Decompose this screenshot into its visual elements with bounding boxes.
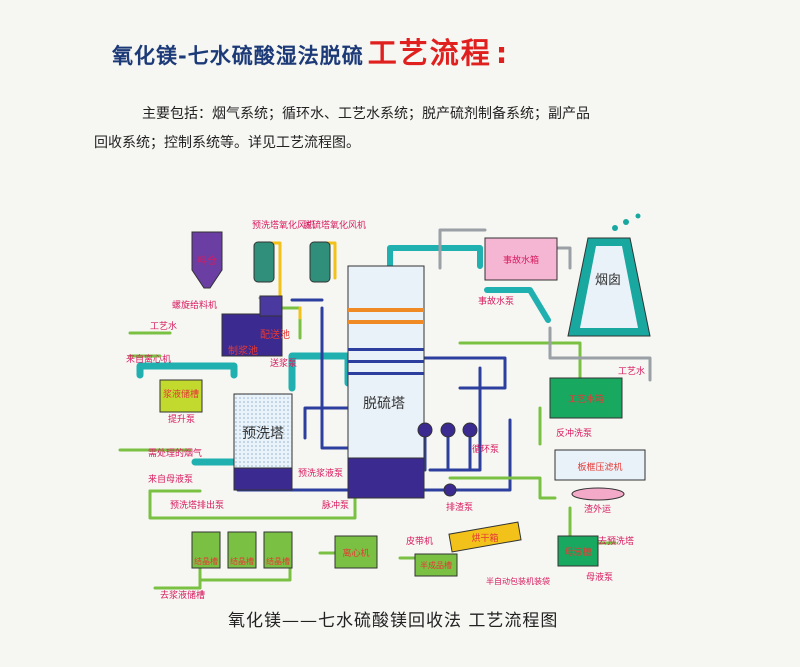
page-title: 氧化镁-七水硫酸湿法脱硫工艺流程: — [112, 30, 509, 70]
filter-press-label: 板框压滤机 — [577, 461, 622, 473]
belt-label: 皮带机 — [406, 535, 433, 547]
cryst-1-label: 结晶槽 — [194, 556, 218, 566]
prewash-blower-label: 预洗塔氧化风机 — [252, 219, 315, 231]
cryst-3-label: 结晶槽 — [266, 556, 290, 566]
filter-press: 板框压滤机 — [554, 449, 646, 501]
crystallizer-tanks: 结晶槽 结晶槽 结晶槽 — [191, 531, 293, 569]
from-centrifuge-label: 来自离心机 — [126, 353, 171, 365]
product-bin: 半成品槽 — [414, 553, 458, 577]
process-water-label-1: 工艺水 — [150, 320, 177, 332]
pulse-pump-label: 脉冲泵 — [322, 499, 349, 511]
chimney-label: 烟囱 — [595, 273, 621, 288]
intro-line-2: 回收系统；控制系统等。详见工艺流程图。 — [94, 135, 360, 151]
intro-line-1: 主要包括：烟气系统；循环水、工艺水系统；脱产硫剂制备系统；副产品 — [142, 106, 590, 122]
circulation-pumps — [417, 422, 478, 438]
packer-label: 半自动包装机装袋 — [486, 576, 550, 586]
desulf-blower-label: 脱硫塔氧化风机 — [303, 219, 366, 231]
lift-pump-label: 提升泵 — [168, 414, 195, 425]
centrifuge-label: 离心机 — [342, 547, 369, 559]
to-prewash-label: 去预洗塔 — [598, 535, 634, 547]
drain-pump-label: 排渣泵 — [446, 501, 473, 513]
prewash-blower: 预洗塔氧化风机 — [252, 219, 315, 283]
prewash-slurry-pump-label: 预洗浆液泵 — [298, 467, 343, 479]
slurry-tank-label: 制浆池 — [228, 344, 258, 357]
mixing-tank-label: 配送池 — [260, 328, 290, 341]
chimney: 烟囱 — [567, 237, 651, 337]
emergency-pump-label: 事故水泵 — [478, 295, 514, 307]
slurry-pump-label: 送浆泵 — [270, 357, 297, 369]
process-water-label-2: 工艺水 — [618, 365, 645, 377]
dryer: 烘干箱 — [448, 521, 522, 553]
title-accent: 工艺流程 — [367, 36, 492, 70]
silo: 料仓 — [191, 231, 223, 289]
centrifuge: 离心机 — [334, 535, 378, 569]
slurry-storage-tank: 浆液储槽 — [159, 379, 203, 413]
emergency-tank: 事故水箱 — [484, 237, 558, 281]
process-flow-diagram: 料仓 螺旋给料机 配送池 制浆池 工艺水 送浆泵 来自离心机 浆液储槽 提升泵 … — [118, 213, 652, 601]
circulation-pump-label: 循环泵 — [472, 443, 499, 455]
title-colon: : — [495, 36, 510, 70]
intro-paragraph: 主要包括：烟气系统；循环水、工艺水系统；脱产硫剂制备系统；副产品 回收系统；控制… — [94, 100, 708, 158]
backwash-pump-label: 反冲洗泵 — [556, 427, 592, 439]
mother-liquor-tank: 母液槽 — [557, 535, 599, 567]
desulf-tower-label: 脱硫塔 — [363, 396, 405, 412]
emergency-tank-label: 事故水箱 — [503, 254, 539, 266]
dryer-label: 烘干箱 — [471, 532, 498, 544]
mother-pump-label: 母液泵 — [586, 571, 613, 583]
to-slurry-storage-label: 去浆液储槽 — [160, 589, 205, 601]
desulf-tower: 脱硫塔 — [347, 265, 425, 499]
cryst-2-label: 结晶槽 — [230, 556, 254, 566]
backwash-tank-label: 工艺水箱 — [568, 393, 604, 405]
prewash-drain-pump-label: 预洗塔排出泵 — [170, 499, 224, 511]
title-main: 氧化镁-七水硫酸湿法脱硫 — [112, 44, 364, 68]
chimney-smoke-icon — [612, 213, 641, 231]
process-water-tank: 工艺水箱 — [549, 377, 623, 419]
silo-label: 料仓 — [197, 254, 217, 267]
screw-feeder-label: 螺旋给料机 — [172, 299, 217, 311]
prewash-tower-label: 预洗塔 — [242, 426, 284, 442]
slurry-tank: 配送池 制浆池 — [221, 295, 290, 357]
prewash-tower: 预洗塔 — [233, 393, 293, 491]
from-mother-label: 来自母液泵 — [148, 473, 193, 485]
mother-tank-label: 母液槽 — [564, 546, 591, 558]
desulf-blower: 脱硫塔氧化风机 — [303, 219, 366, 283]
slurry-storage-label: 浆液储槽 — [163, 388, 199, 400]
cake-out-label: 渣外运 — [584, 503, 611, 515]
product-bin-label: 半成品槽 — [420, 560, 452, 570]
drain-pump-icon — [443, 483, 457, 497]
flue-gas-label: 需处理的烟气 — [148, 447, 202, 459]
diagram-caption: 氧化镁——七水硫酸镁回收法 工艺流程图 — [228, 611, 559, 631]
